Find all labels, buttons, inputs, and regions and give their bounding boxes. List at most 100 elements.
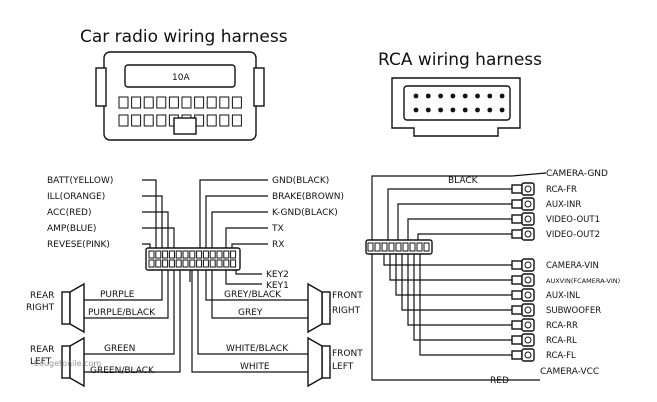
rca-plug-body	[511, 214, 523, 224]
amp-label: AMP(BLUE)	[47, 224, 96, 234]
rca-pin	[499, 107, 505, 113]
connector-pin	[118, 114, 129, 127]
harness-pin	[202, 259, 209, 268]
fuse-label: 10A	[172, 73, 190, 83]
rca-wire	[407, 254, 512, 326]
rca-wire	[387, 188, 512, 240]
rca-connector	[391, 77, 521, 137]
left-input-labels: BATT(YELLOW) ILL(ORANGE) ACC(RED) AMP(BL…	[47, 176, 113, 250]
connector-pin	[118, 96, 129, 109]
rca-pin	[425, 93, 431, 99]
aux-inl-label: AUX-INL	[546, 291, 580, 301]
rca-plugs	[511, 182, 535, 362]
harness-pin	[155, 250, 162, 259]
connector-pin	[219, 96, 230, 109]
harness-pin	[162, 250, 169, 259]
rca-wire	[413, 254, 512, 341]
white-wire-label: WHITE	[240, 362, 270, 372]
connector-pin	[143, 114, 154, 127]
rca-plug-body	[511, 305, 523, 315]
rca-pin	[425, 107, 431, 113]
harness-wires	[84, 179, 312, 373]
purple-black-wire-label: PURPLE/BLACK	[88, 308, 156, 318]
rca-block-pin	[423, 242, 430, 252]
connector-pin	[143, 96, 154, 109]
rca-plug-body	[511, 229, 523, 239]
harness-pin	[148, 250, 155, 259]
rca-wire	[401, 254, 512, 311]
rca-pin	[450, 107, 456, 113]
connector-pin	[131, 114, 142, 127]
rca-plug-hole	[524, 185, 532, 193]
rca-block-pins	[367, 242, 430, 252]
front-right-line2: RIGHT	[332, 306, 361, 316]
rca-pin	[438, 93, 443, 99]
rca-plug-body	[511, 184, 523, 194]
harness-pin	[175, 250, 182, 259]
rca-plug-body	[511, 199, 523, 209]
car-radio-connector: 10A	[95, 51, 265, 141]
harness-pin	[155, 259, 162, 268]
rear-left-speaker: REAR LEFT GREEN GREEN/BLACK	[30, 336, 155, 388]
white-black-wire-label: WHITE/BLACK	[226, 344, 289, 354]
subwoofer-label: SUBWOOFER	[546, 306, 601, 316]
rca-pin	[475, 107, 480, 113]
rca-plug-hole	[524, 276, 532, 284]
rca-block-pin	[409, 242, 416, 252]
video-out2-label: VIDEO-OUT2	[546, 230, 600, 240]
rca-harness: BLACK CAMERA-GND RED CAMERA-VCC RCA-FR A…	[365, 169, 620, 386]
acc-label: ACC(RED)	[47, 208, 91, 218]
connector-pin	[181, 96, 192, 109]
harness-pin	[148, 259, 155, 268]
harness-pin	[230, 259, 237, 268]
rca-rl-label: RCA-RL	[546, 336, 577, 346]
grey-wire-label: GREY	[238, 308, 263, 318]
rca-pin	[438, 107, 443, 113]
connector-pin	[156, 114, 167, 127]
front-right-line1: FRONT	[332, 291, 363, 301]
connector-pin	[194, 96, 205, 109]
connector-pin	[231, 96, 242, 109]
harness-pin	[216, 259, 223, 268]
harness-pin	[223, 259, 230, 268]
watermark: bougetonile.com	[34, 359, 101, 368]
connector-pin	[219, 114, 230, 127]
front-right-speaker: FRONT RIGHT GREY/BLACK GREY	[224, 282, 363, 334]
reverse-label: REVESE(PINK)	[47, 240, 110, 250]
rca-plug-body	[511, 260, 523, 270]
red-wire-label: RED	[490, 376, 509, 386]
rca-plug-body	[511, 335, 523, 345]
purple-wire-label: PURPLE	[100, 290, 135, 300]
batt-label: BATT(YELLOW)	[47, 176, 113, 186]
camera-vcc-label: CAMERA-VCC	[540, 367, 599, 377]
rca-plug-body	[511, 290, 523, 300]
rca-pin	[413, 107, 419, 113]
harness-pin	[230, 250, 237, 259]
front-left-line1: FRONT	[332, 349, 363, 359]
harness-pin	[189, 259, 196, 268]
harness-pin	[182, 250, 189, 259]
front-left-speaker: FRONT LEFT WHITE/BLACK WHITE	[226, 336, 363, 388]
rear-right-line1: REAR	[30, 291, 54, 301]
gnd-label: GND(BLACK)	[272, 176, 329, 186]
rca-block-pin	[367, 242, 374, 252]
rca-title: RCA wiring harness	[378, 50, 542, 70]
rca-pin	[413, 93, 419, 99]
rca-plug-hole	[524, 230, 532, 238]
connector-pin	[231, 114, 242, 127]
connector-pin	[168, 96, 179, 109]
rca-block-pin	[381, 242, 388, 252]
green-black-wire-label: GREEN/BLACK	[90, 366, 155, 376]
aux-inr-label: AUX-INR	[546, 200, 581, 210]
car-radio-title: Car radio wiring harness	[80, 27, 288, 47]
rca-wire	[419, 254, 512, 356]
connector-pin	[131, 96, 142, 109]
harness-pin	[182, 259, 189, 268]
rear-left-line2: LEFT	[30, 357, 52, 367]
rca-fr-label: RCA-FR	[546, 185, 577, 195]
rca-plug-hole	[524, 351, 532, 359]
harness-pin	[209, 259, 216, 268]
rca-wire	[383, 254, 512, 266]
connector-pin	[206, 96, 217, 109]
rca-pin	[462, 93, 468, 99]
